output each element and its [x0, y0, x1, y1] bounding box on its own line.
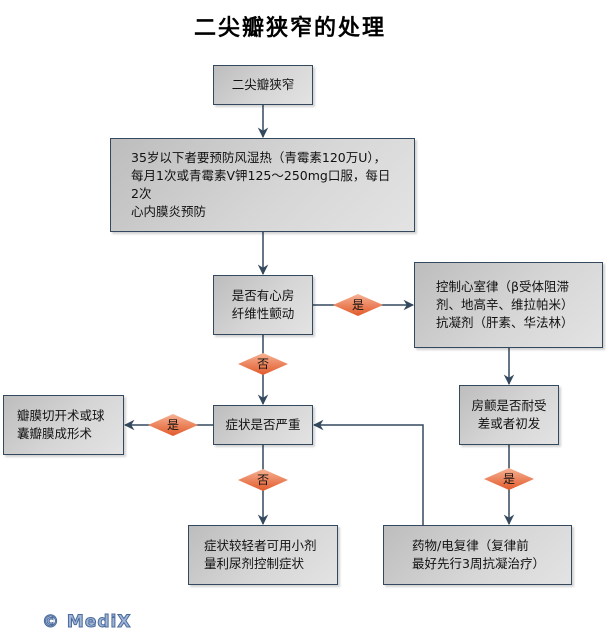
decision-label-af-yes: 是: [351, 298, 364, 312]
node-severity-question-text: 症状是否严重: [225, 417, 301, 432]
decision-label-severe-yes: 是: [166, 418, 179, 432]
node-cardioversion: 药物/电复律（复律前 最好先行3周抗凝治疗）: [383, 525, 572, 585]
diamond-tolerance-yes: [484, 468, 534, 490]
node-af-question: 是否有心房 纤维性颤动: [213, 275, 313, 335]
node-mild-treatment: 症状较轻者可用小剂 量利尿剂控制症状: [188, 525, 338, 585]
decision-label-tolerance-yes: 是: [502, 472, 515, 486]
node-prevention-text: 35岁以下者要预防风湿热（青霉素120万U）， 每月1次或青霉素V钾125～25…: [131, 150, 391, 219]
node-surgery-text: 瓣膜切开术或球 囊瓣膜成形术: [17, 408, 105, 441]
node-severity-question: 症状是否严重: [213, 405, 313, 445]
node-surgery: 瓣膜切开术或球 囊瓣膜成形术: [3, 395, 124, 455]
diamond-severe-yes: [148, 414, 198, 436]
page-title: 二尖瓣狭窄的处理: [193, 16, 386, 41]
node-af-tolerance-question: 房颤是否耐受 差或者初发: [459, 385, 559, 445]
decision-diamonds: [148, 294, 534, 491]
diamond-af-no: [238, 353, 288, 375]
diamond-severe-no: [238, 469, 288, 491]
decision-label-af-no: 否: [256, 357, 269, 371]
node-start-text: 二尖瓣狭窄: [231, 77, 295, 92]
edge-cardioversion-to-severity: [312, 419, 424, 525]
diamond-af-yes: [333, 294, 383, 316]
node-af-tolerance-question-text: 房颤是否耐受 差或者初发: [471, 398, 547, 431]
node-af-question-text: 是否有心房 纤维性颤动: [231, 288, 295, 321]
node-cardioversion-text: 药物/电复律（复律前 最好先行3周抗凝治疗）: [412, 538, 545, 571]
node-prevention: 35岁以下者要预防风湿热（青霉素120万U）， 每月1次或青霉素V钾125～25…: [110, 138, 415, 232]
medix-logo: © MediX: [41, 612, 132, 633]
decision-label-severe-no: 否: [256, 473, 269, 487]
node-mild-treatment-text: 症状较轻者可用小剂 量利尿剂控制症状: [204, 538, 317, 571]
node-start: 二尖瓣狭窄: [213, 65, 313, 105]
node-rate-control-text: 控制心室律（β受体阻滞 剂、地高辛、维拉帕米） 抗凝剂（肝素、华法林）: [436, 279, 574, 330]
node-rate-control: 控制心室律（β受体阻滞 剂、地高辛、维拉帕米） 抗凝剂（肝素、华法林）: [414, 262, 603, 348]
